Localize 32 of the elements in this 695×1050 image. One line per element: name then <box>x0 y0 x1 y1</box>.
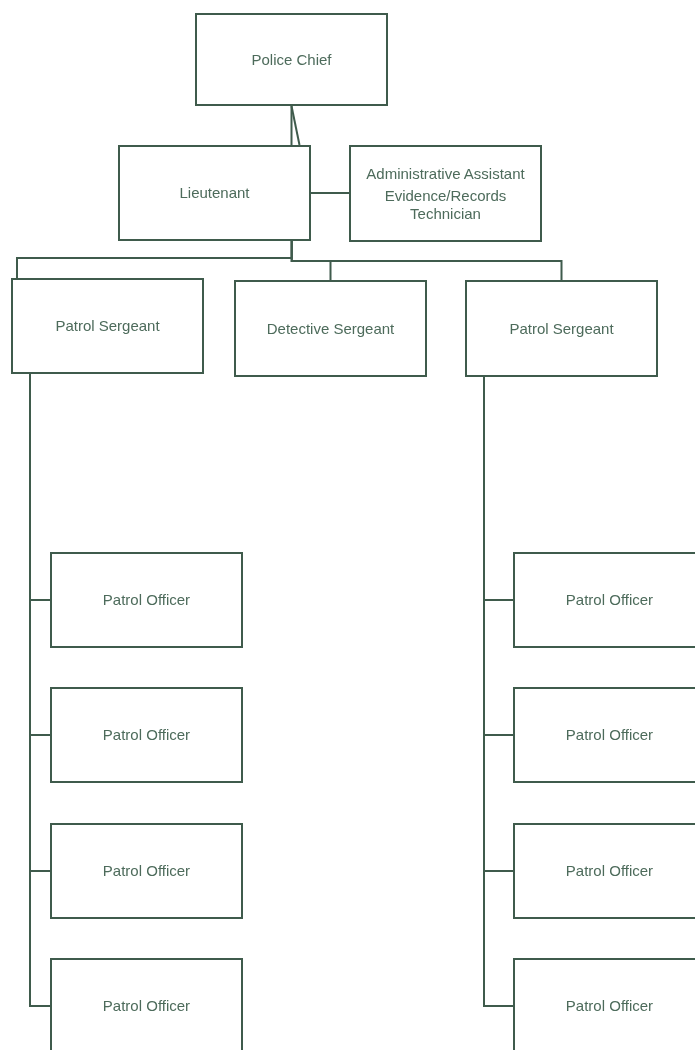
position-box <box>118 145 311 241</box>
position-box <box>50 958 243 1050</box>
position-title: Patrol Officer <box>564 862 655 880</box>
position-title: Patrol Officer <box>101 862 192 880</box>
position-title: Patrol Officer <box>101 997 192 1015</box>
position-title: Patrol Officer <box>101 726 192 744</box>
position-box <box>234 280 427 377</box>
position-box <box>195 13 388 106</box>
position-title: Patrol Sergeant <box>54 317 161 335</box>
position-title: Police Chief <box>250 50 333 69</box>
position-box <box>513 552 695 648</box>
position-title: Administrative Assistant <box>365 164 526 183</box>
position-box <box>50 687 243 783</box>
connector-line <box>290 240 563 281</box>
position-box <box>50 552 243 648</box>
position-box <box>465 280 658 377</box>
position-title: Patrol Officer <box>564 997 655 1015</box>
position-box <box>513 958 695 1050</box>
position-title: Patrol Officer <box>564 726 655 744</box>
position-title: Patrol Officer <box>101 591 192 609</box>
connector-line <box>290 105 301 146</box>
position-title: Detective Sergeant <box>265 319 396 338</box>
position-title: Evidence/Records Technician <box>383 186 508 223</box>
position-box <box>513 687 695 783</box>
position-title: Patrol Sergeant <box>508 319 615 338</box>
position-box <box>11 278 204 374</box>
position-box <box>349 145 542 242</box>
position-box <box>50 823 243 919</box>
position-box <box>513 823 695 919</box>
connector-line <box>310 192 350 194</box>
position-title: Patrol Officer <box>564 591 655 609</box>
position-title: Lieutenant <box>178 184 251 202</box>
